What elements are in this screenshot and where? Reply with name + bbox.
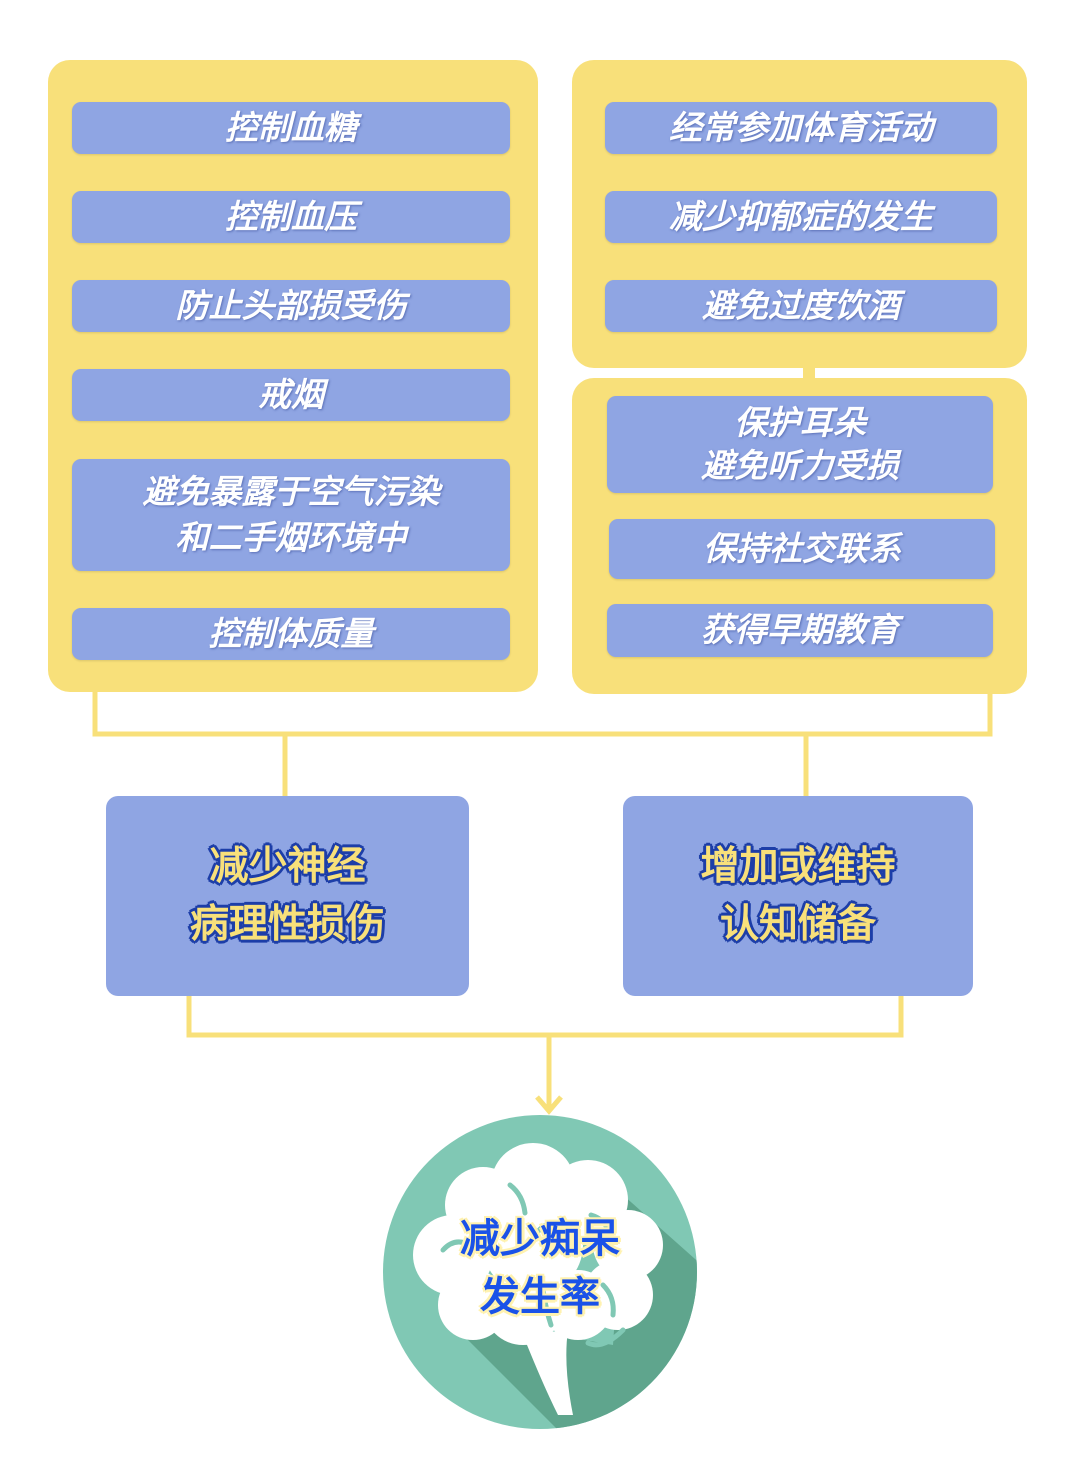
factor-blood-pressure: 控制血压	[72, 191, 510, 243]
outcome-label: 病理性损伤	[189, 902, 385, 947]
brain-circle-icon	[383, 1115, 697, 1429]
factor-education: 获得早期教育	[607, 604, 993, 657]
factor-depression: 减少抑郁症的发生	[605, 191, 997, 243]
factor-label: 控制血糖	[225, 107, 357, 147]
outcome-label: 增加或维持	[700, 843, 896, 889]
factor-label: 控制血压	[225, 196, 357, 236]
top-bracket	[92, 690, 993, 737]
factor-exercise: 经常参加体育活动	[605, 102, 997, 154]
factor-weight: 控制体质量	[72, 608, 510, 660]
factor-social: 保持社交联系	[609, 519, 995, 579]
factor-label: 避免暴露于空气污染	[142, 471, 440, 511]
result-label: 减少痴呆 发生率	[383, 1210, 697, 1326]
factor-alcohol: 避免过度饮酒	[605, 280, 997, 332]
factor-label: 防止头部损受伤	[175, 285, 407, 325]
factor-label: 和二手烟环境中	[175, 518, 407, 557]
factor-head-injury: 防止头部损受伤	[72, 280, 510, 332]
bottom-bracket	[186, 994, 904, 1038]
factor-label: 保护耳朵	[734, 402, 866, 442]
result-line: 发生率	[480, 1274, 600, 1320]
factor-label: 控制体质量	[208, 613, 374, 653]
factor-blood-sugar: 控制血糖	[72, 102, 510, 154]
factor-label: 经常参加体育活动	[669, 107, 933, 147]
outcome-label: 认知储备	[719, 902, 876, 947]
factor-smoking: 戒烟	[72, 369, 510, 421]
outcome-cognitive-reserve: 增加或维持 认知储备	[623, 796, 973, 996]
outcome-label: 减少神经	[209, 843, 366, 889]
factor-label: 戒烟	[258, 374, 324, 414]
arrow-head-icon	[535, 1095, 563, 1115]
factor-hearing: 保护耳朵避免听力受损	[607, 396, 993, 493]
factor-label: 保持社交联系	[703, 528, 901, 568]
factor-air-pollution: 避免暴露于空气污染和二手烟环境中	[72, 459, 510, 571]
result-line: 减少痴呆	[460, 1216, 620, 1262]
factor-label: 减少抑郁症的发生	[669, 196, 933, 236]
factor-label: 获得早期教育	[701, 610, 899, 650]
factor-label: 避免听力受损	[701, 445, 899, 485]
factor-label: 避免过度饮酒	[702, 285, 900, 325]
outcome-neuropathology: 减少神经 病理性损伤	[106, 796, 469, 996]
